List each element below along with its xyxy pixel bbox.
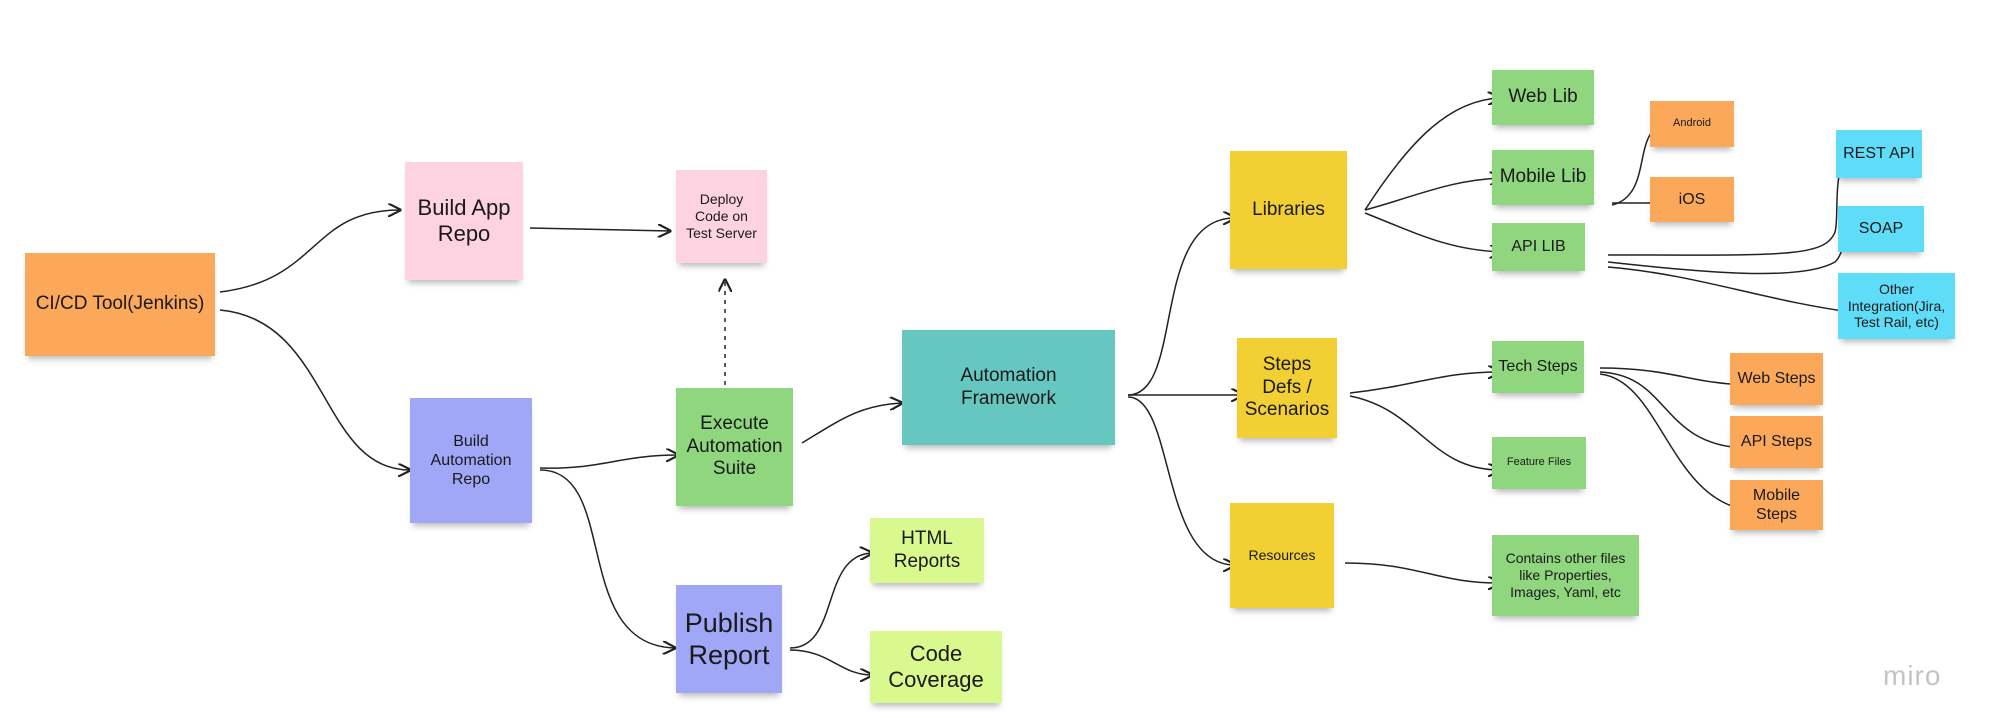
connector-resources-to-other-files [1344,562,1500,583]
contains-other-files-label: Contains other files like Properties, Im… [1505,550,1626,600]
connector-tech-to-mobile-steps [1599,373,1748,510]
android-label: Android [1673,117,1711,130]
resources-note[interactable]: Resources [1230,503,1334,608]
html-reports-note[interactable]: HTML Reports [870,518,984,583]
connector-tech-to-web-steps [1599,367,1745,385]
steps-defs-scenarios-note[interactable]: Steps Defs / Scenarios [1237,338,1337,438]
build-app-repo-note[interactable]: Build App Repo [405,162,523,280]
connector-steps-to-feature [1349,395,1500,470]
connector-framework-to-libraries [1127,218,1235,396]
web-steps-note[interactable]: Web Steps [1730,353,1823,405]
connector-execute-to-framework [801,403,902,444]
soap-label: SOAP [1858,220,1904,238]
connector-build-automation-to-execute [539,455,678,469]
cicd-tool-note[interactable]: CI/CD Tool(Jenkins) [25,253,215,356]
connector-build-app-to-deploy [529,228,670,231]
rest-api-label: REST API [1843,145,1915,163]
other-integration-note[interactable]: Other Integration(Jira, Test Rail, etc) [1838,273,1955,339]
tech-steps-label: Tech Steps [1498,358,1578,376]
mobile-steps-label: Mobile Steps [1752,486,1801,523]
connector-cicd-to-build-automation [219,309,410,470]
web-steps-label: Web Steps [1737,370,1816,388]
connector-framework-to-resources [1127,396,1235,565]
deploy-code-note[interactable]: Deploy Code on Test Server [676,170,767,263]
contains-other-files-note[interactable]: Contains other files like Properties, Im… [1492,535,1639,616]
feature-files-label: Feature Files [1506,456,1572,469]
ios-note[interactable]: iOS [1650,177,1734,222]
resources-label: Resources [1248,547,1316,564]
rest-api-note[interactable]: REST API [1836,130,1922,178]
build-app-repo-label: Build App Repo [417,194,511,246]
connector-publish-to-html [789,553,872,649]
publish-report-label: Publish Report [684,607,774,670]
mobile-lib-label: Mobile Lib [1499,166,1587,188]
miro-watermark: miro [1883,660,1942,691]
connector-publish-to-coverage [789,649,872,675]
web-lib-note[interactable]: Web Lib [1492,70,1594,125]
code-coverage-note[interactable]: Code Coverage [870,631,1002,703]
build-automation-repo-note[interactable]: Build Automation Repo [410,398,532,523]
api-steps-note[interactable]: API Steps [1730,416,1823,468]
connector-build-automation-to-publish [539,469,675,648]
api-steps-label: API Steps [1740,433,1813,451]
build-automation-repo-label: Build Automation Repo [430,432,512,489]
other-integration-label: Other Integration(Jira, Test Rail, etc) [1847,280,1946,331]
libraries-label: Libraries [1252,198,1325,220]
code-coverage-label: Code Coverage [888,640,984,692]
ios-label: iOS [1678,190,1706,208]
soap-note[interactable]: SOAP [1838,206,1924,252]
connector-libraries-to-api-lib [1364,212,1502,252]
connector-steps-to-tech [1349,372,1500,394]
connector-api-lib-to-other [1607,266,1857,313]
html-reports-label: HTML Reports [893,527,961,572]
feature-files-note[interactable]: Feature Files [1492,437,1586,489]
connector-api-lib-to-soap [1607,230,1857,275]
connector-libraries-to-web-lib [1364,98,1500,211]
android-note[interactable]: Android [1650,101,1734,147]
connector-cicd-to-build-app [219,210,400,293]
mobile-lib-note[interactable]: Mobile Lib [1492,150,1594,205]
mobile-steps-note[interactable]: Mobile Steps [1730,480,1823,530]
deploy-code-label: Deploy Code on Test Server [686,191,757,241]
cicd-tool-label: CI/CD Tool(Jenkins) [35,293,205,315]
api-lib-label: API LIB [1511,238,1566,256]
connector-tech-to-api-steps [1599,371,1745,448]
automation-framework-label: Automation Framework [960,364,1057,409]
publish-report-note[interactable]: Publish Report [676,585,782,693]
api-lib-note[interactable]: API LIB [1492,223,1585,271]
connector-libraries-to-mobile-lib [1364,178,1502,211]
web-lib-label: Web Lib [1508,86,1578,108]
execute-automation-suite-note[interactable]: Execute Automation Suite [676,388,793,506]
libraries-note[interactable]: Libraries [1230,151,1347,269]
steps-defs-scenarios-label: Steps Defs / Scenarios [1244,353,1330,421]
automation-framework-note[interactable]: Automation Framework [902,330,1115,445]
execute-automation-suite-label: Execute Automation Suite [686,412,783,480]
tech-steps-note[interactable]: Tech Steps [1492,341,1584,393]
